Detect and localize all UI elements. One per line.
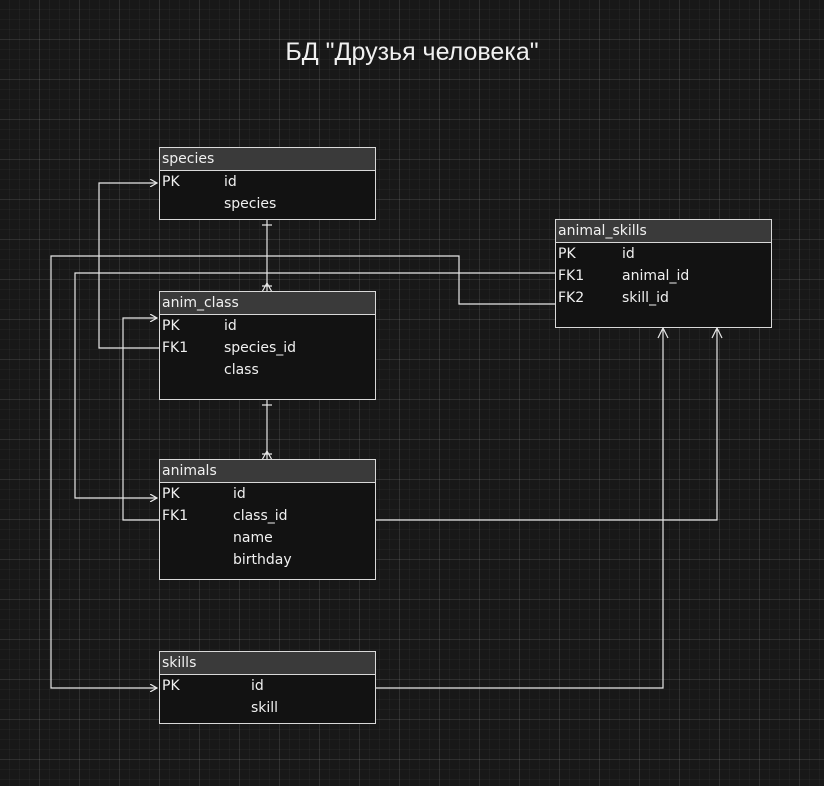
table-row: skill bbox=[160, 697, 375, 719]
key-label: PK bbox=[162, 318, 180, 334]
field-label: skill_id bbox=[622, 290, 669, 306]
key-label: FK1 bbox=[162, 508, 189, 524]
field-label: class_id bbox=[233, 508, 288, 524]
table-row: PK id bbox=[160, 483, 375, 505]
key-label: PK bbox=[162, 174, 180, 190]
table-header: animal_skills bbox=[556, 220, 771, 243]
table-row: PK id bbox=[556, 243, 771, 265]
table-skills[interactable]: skills PK id skill bbox=[159, 651, 376, 724]
diagram-title: БД "Друзья человека" bbox=[285, 38, 539, 66]
link-animals-animal-skills bbox=[375, 328, 718, 521]
table-row: PK id bbox=[160, 171, 375, 193]
many-marker-animal-skills-1 bbox=[711, 326, 723, 339]
table-row: PK id bbox=[160, 675, 375, 697]
table-header: anim_class bbox=[160, 292, 375, 315]
link-skills-animal-skills bbox=[375, 328, 664, 689]
table-row: class bbox=[160, 359, 375, 381]
field-label: id bbox=[224, 318, 237, 334]
key-label: FK2 bbox=[558, 290, 585, 306]
table-species[interactable]: species PK id species bbox=[159, 147, 376, 220]
table-row: FK2 skill_id bbox=[556, 287, 771, 309]
many-marker-animals bbox=[261, 449, 273, 461]
field-label: id bbox=[224, 174, 237, 190]
table-row: PK id bbox=[160, 315, 375, 337]
link-skill-id bbox=[50, 255, 556, 688]
link-species-id bbox=[98, 183, 159, 349]
table-row: FK1 class_id bbox=[160, 505, 375, 527]
many-marker-animal-skills-2 bbox=[657, 326, 669, 339]
field-label: name bbox=[233, 530, 273, 546]
table-row: name bbox=[160, 527, 375, 549]
table-row: species bbox=[160, 193, 375, 215]
many-marker-anim-class bbox=[261, 281, 273, 293]
field-label: skill bbox=[251, 700, 279, 716]
link-animal-id bbox=[74, 272, 556, 498]
field-label: species bbox=[224, 196, 277, 212]
table-row: FK1 species_id bbox=[160, 337, 375, 359]
table-anim-class[interactable]: anim_class PK id FK1 species_id class bbox=[159, 291, 376, 400]
link-class-id bbox=[122, 318, 159, 521]
table-header: skills bbox=[160, 652, 375, 675]
table-animals[interactable]: animals PK id FK1 class_id name birthday bbox=[159, 459, 376, 580]
key-label: FK1 bbox=[162, 340, 189, 356]
key-label: PK bbox=[558, 246, 576, 262]
table-row: FK1 animal_id bbox=[556, 265, 771, 287]
field-label: birthday bbox=[233, 552, 292, 568]
field-label: class bbox=[224, 362, 259, 378]
field-label: species_id bbox=[224, 340, 297, 356]
field-label: id bbox=[622, 246, 635, 262]
table-header: animals bbox=[160, 460, 375, 483]
key-label: PK bbox=[162, 486, 180, 502]
field-label: animal_id bbox=[622, 268, 690, 284]
key-label: PK bbox=[162, 678, 180, 694]
field-label: id bbox=[251, 678, 264, 694]
table-header: species bbox=[160, 148, 375, 171]
table-row: birthday bbox=[160, 549, 375, 571]
table-animal-skills[interactable]: animal_skills PK id FK1 animal_id FK2 sk… bbox=[555, 219, 772, 328]
key-label: FK1 bbox=[558, 268, 585, 284]
field-label: id bbox=[233, 486, 246, 502]
